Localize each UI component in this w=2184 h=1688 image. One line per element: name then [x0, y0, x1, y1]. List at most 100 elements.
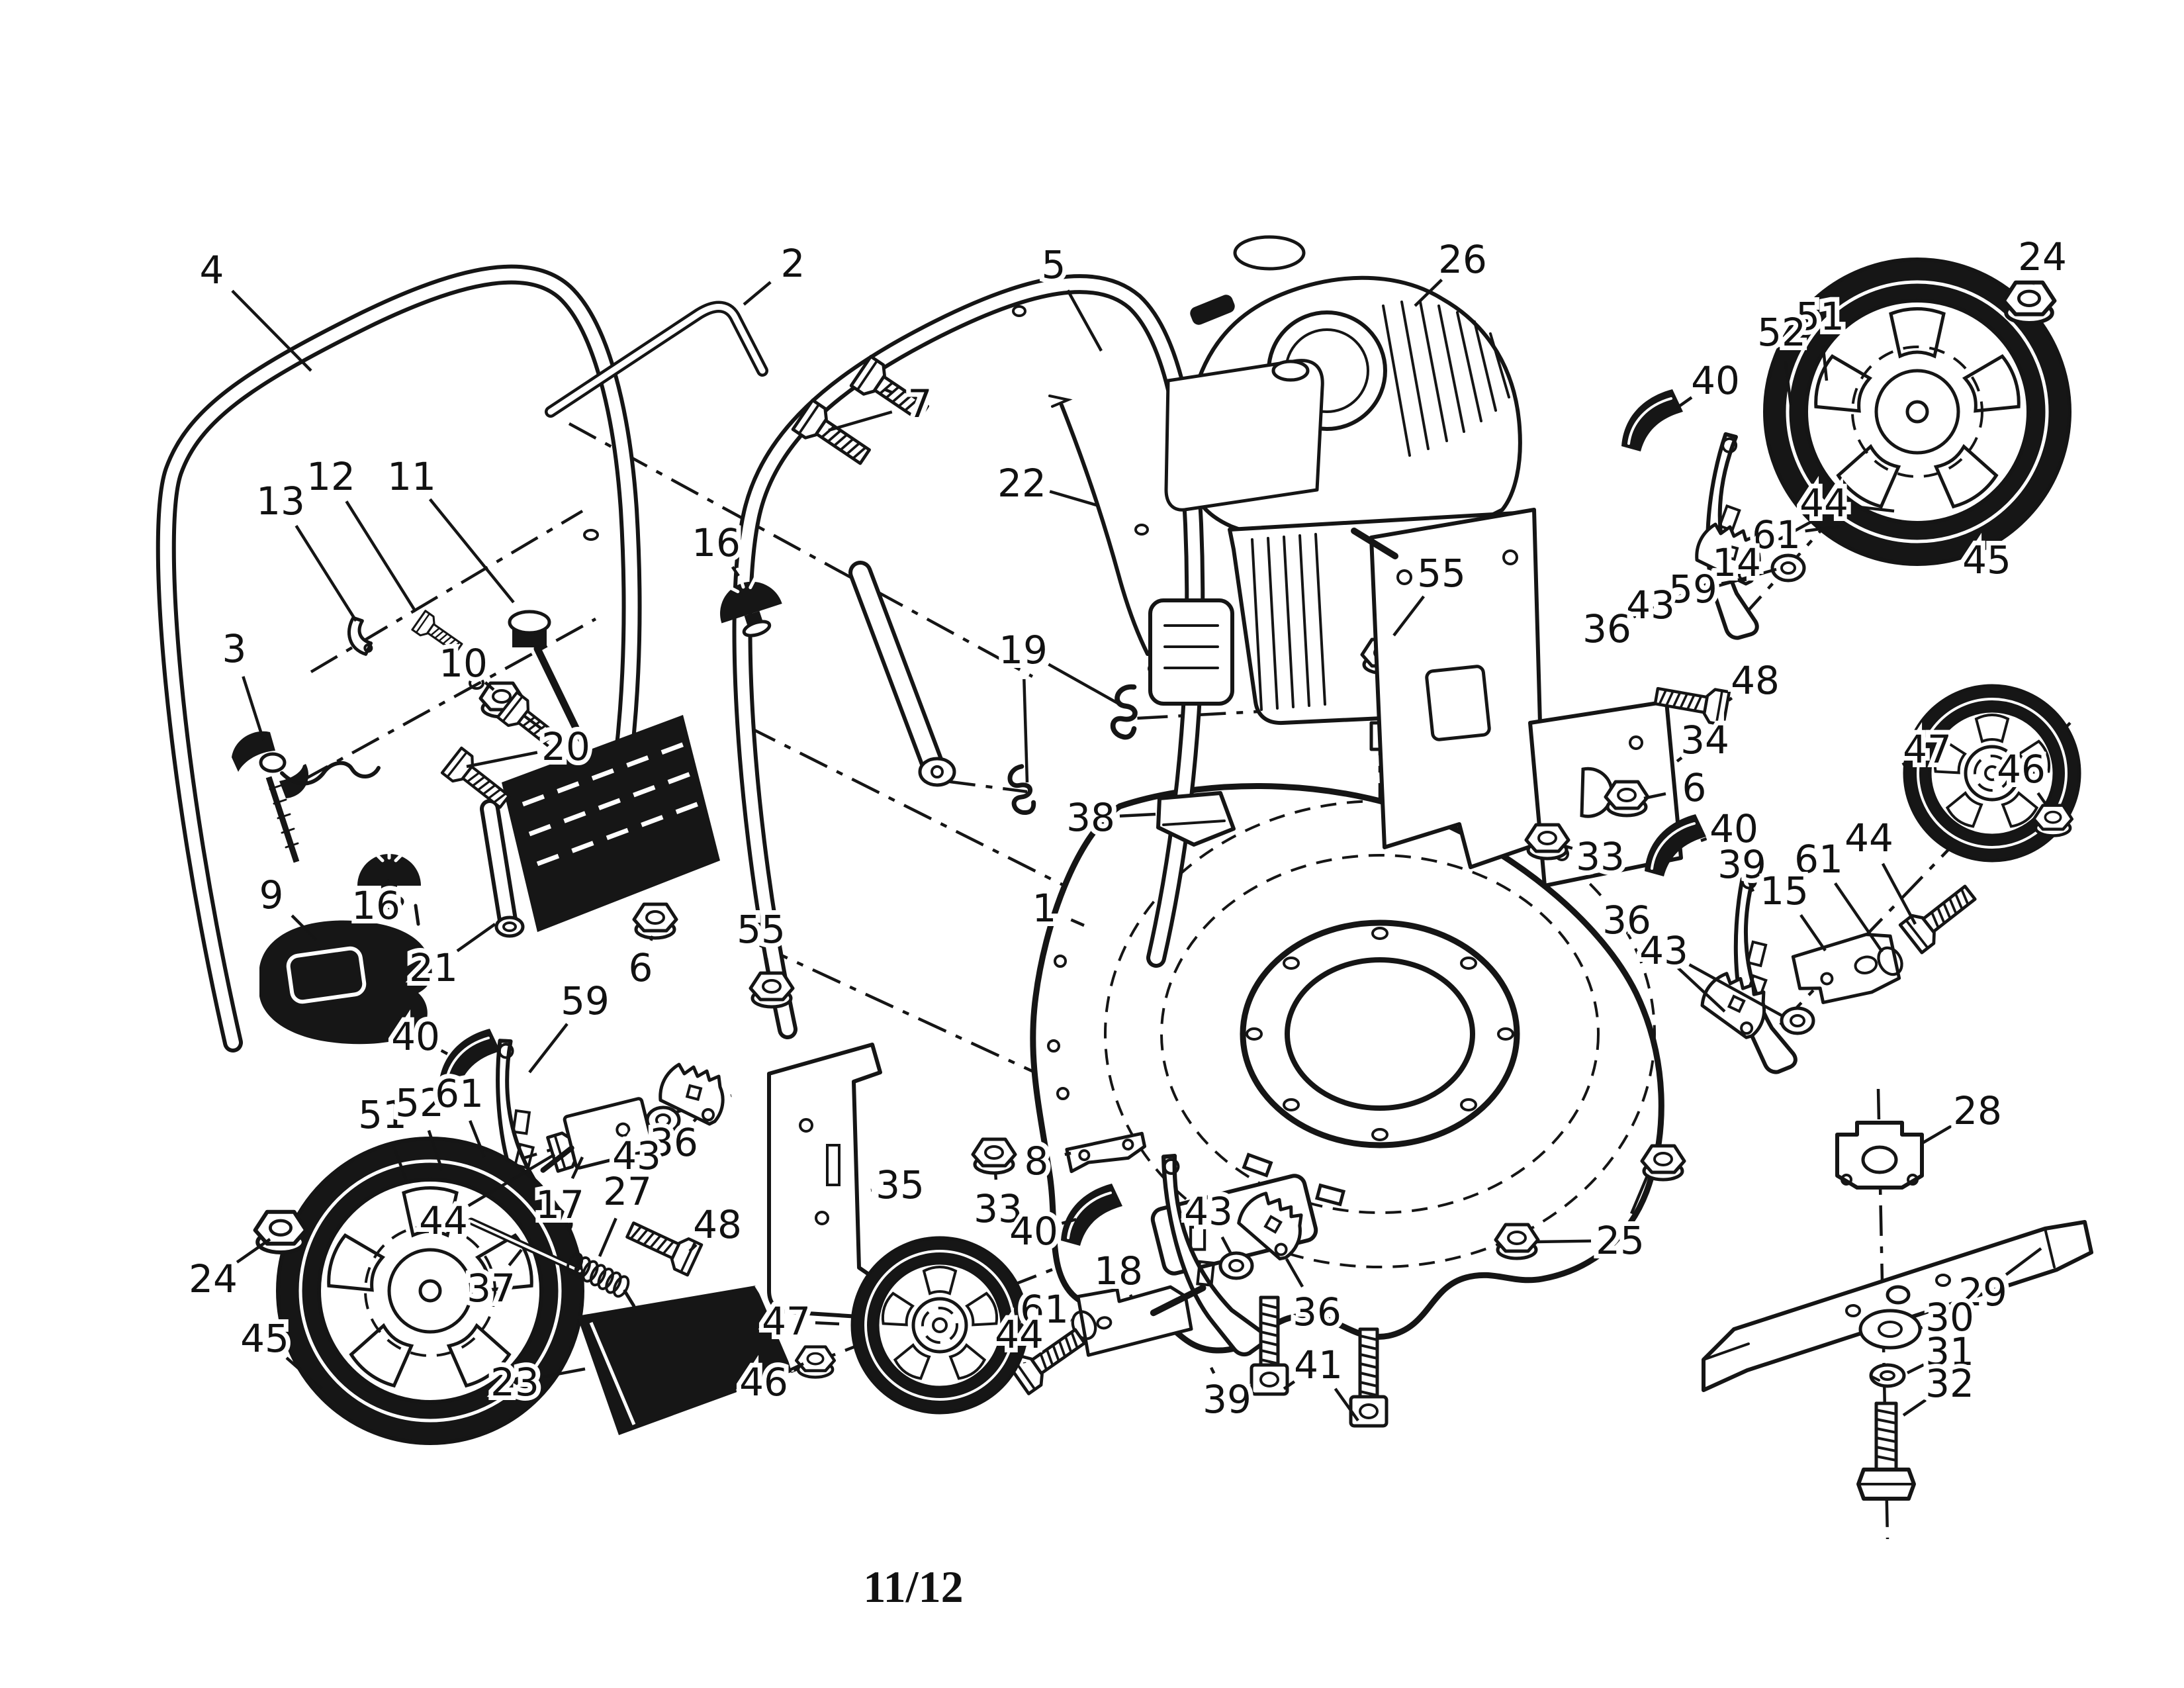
leader-line — [1881, 863, 1917, 925]
deck-bolt-holes — [1047, 927, 1514, 1141]
blade — [1702, 1220, 2093, 1392]
leader-line — [1902, 1399, 1927, 1417]
part-callout-9: 9 — [259, 872, 284, 917]
blade-bolt — [1856, 1401, 1916, 1501]
part-callout-40: 40 — [1709, 806, 1758, 851]
flange-nut — [751, 973, 793, 1007]
leader-line — [1676, 396, 1693, 409]
handle-support-rod — [545, 301, 768, 418]
part-callout-61: 61 — [1794, 837, 1843, 882]
part-callout-17: 17 — [535, 1182, 584, 1227]
part-callout-44: 44 — [1844, 816, 1893, 861]
axle-nut — [255, 1212, 306, 1252]
leader-line — [1906, 1363, 1925, 1375]
part-callout-36: 36 — [1582, 606, 1631, 651]
leader-line — [1048, 663, 1121, 706]
handle-bolt — [793, 400, 874, 471]
leader-line — [456, 923, 496, 953]
part-callout-16: 16 — [351, 883, 400, 928]
leader-line — [1064, 1151, 1071, 1156]
leader-line — [1629, 1174, 1650, 1215]
leader-line — [570, 1156, 584, 1180]
part-callout-22: 22 — [997, 461, 1046, 506]
discharge-deflector — [577, 1284, 794, 1435]
leader-line — [789, 1362, 804, 1372]
tension-knob — [232, 731, 381, 863]
engine-bracket-rear — [1351, 508, 1545, 869]
part-callout-33: 33 — [974, 1186, 1023, 1231]
part-callout-39: 39 — [1717, 842, 1766, 887]
part-callout-5: 5 — [1042, 242, 1066, 287]
leader-line — [1852, 504, 1895, 513]
part-callout-21: 21 — [409, 945, 458, 990]
part-callout-51: 51 — [358, 1092, 407, 1137]
leader-line — [522, 714, 543, 731]
leader-line — [345, 500, 417, 613]
part-callout-31: 31 — [1925, 1329, 1974, 1374]
part-callout-6: 6 — [1682, 765, 1707, 810]
leader-line — [1535, 1239, 1592, 1244]
part-callout-43: 43 — [612, 1133, 661, 1178]
wheel-bracket — [540, 1097, 655, 1173]
leader-line — [1633, 571, 1732, 619]
part-callout-33: 33 — [1576, 834, 1625, 879]
flange-nut — [1526, 825, 1569, 859]
leader-line — [1799, 914, 1827, 952]
leader-line — [815, 1321, 840, 1326]
leader-line — [231, 289, 312, 372]
part-callout-59: 59 — [1668, 567, 1717, 612]
leader-line — [291, 914, 318, 941]
leader-line — [295, 525, 357, 622]
leader-line — [1023, 679, 1029, 783]
leader-line — [1784, 361, 1793, 406]
leader-line — [1727, 696, 1733, 702]
part-callout-20: 20 — [541, 724, 590, 769]
wheel-bracket — [1076, 1284, 1206, 1357]
leader-line — [828, 410, 893, 432]
part-callout-52: 52 — [395, 1080, 444, 1125]
part-callout-36: 36 — [1293, 1289, 1342, 1335]
leader-line — [1334, 1387, 1359, 1422]
part-callout-24: 24 — [2018, 234, 2067, 279]
leader-line — [1119, 812, 1156, 818]
leader-line — [1392, 595, 1426, 637]
leader-line — [484, 681, 495, 691]
part-callout-7: 7 — [908, 381, 933, 426]
part-callout-30: 30 — [1925, 1295, 1974, 1340]
part-callout-3: 3 — [222, 626, 247, 671]
leader-line — [427, 1130, 444, 1171]
leader-line — [1049, 490, 1099, 508]
part-callout-40: 40 — [1009, 1209, 1058, 1254]
flange-nut — [1606, 782, 1648, 816]
leader-line — [467, 1153, 556, 1207]
leader-line — [385, 878, 390, 886]
hairpin-cotter — [1109, 684, 1142, 739]
part-callout-15: 15 — [1760, 868, 1809, 914]
part-callout-40: 40 — [391, 1014, 440, 1059]
leader-line — [1688, 963, 1783, 1017]
ratchet-sector — [1698, 970, 1770, 1040]
leader-line — [1676, 756, 1683, 763]
part-callout-59: 59 — [561, 978, 610, 1023]
part-callout-48: 48 — [1731, 658, 1780, 703]
leader-line — [1128, 1293, 1133, 1298]
leader-line — [390, 1141, 408, 1182]
leader-line — [1066, 289, 1103, 352]
leader-line — [1283, 1380, 1296, 1390]
cable-tie — [1048, 395, 1150, 656]
leader-line — [469, 1120, 486, 1158]
leader-line — [1220, 1236, 1232, 1255]
leader-line — [2036, 792, 2048, 806]
leader-line — [1834, 882, 1884, 953]
part-callout-47: 47 — [762, 1299, 811, 1344]
cap-screw — [1351, 1329, 1387, 1426]
axle-nut — [796, 1347, 835, 1378]
part-callout-1: 1 — [1032, 886, 1057, 931]
part-callout-61: 61 — [1020, 1287, 1069, 1332]
part-callout-2: 2 — [781, 241, 805, 286]
leader-line — [1061, 1217, 1077, 1225]
part-callout-55: 55 — [1417, 551, 1466, 596]
part-callout-11: 11 — [387, 454, 436, 499]
